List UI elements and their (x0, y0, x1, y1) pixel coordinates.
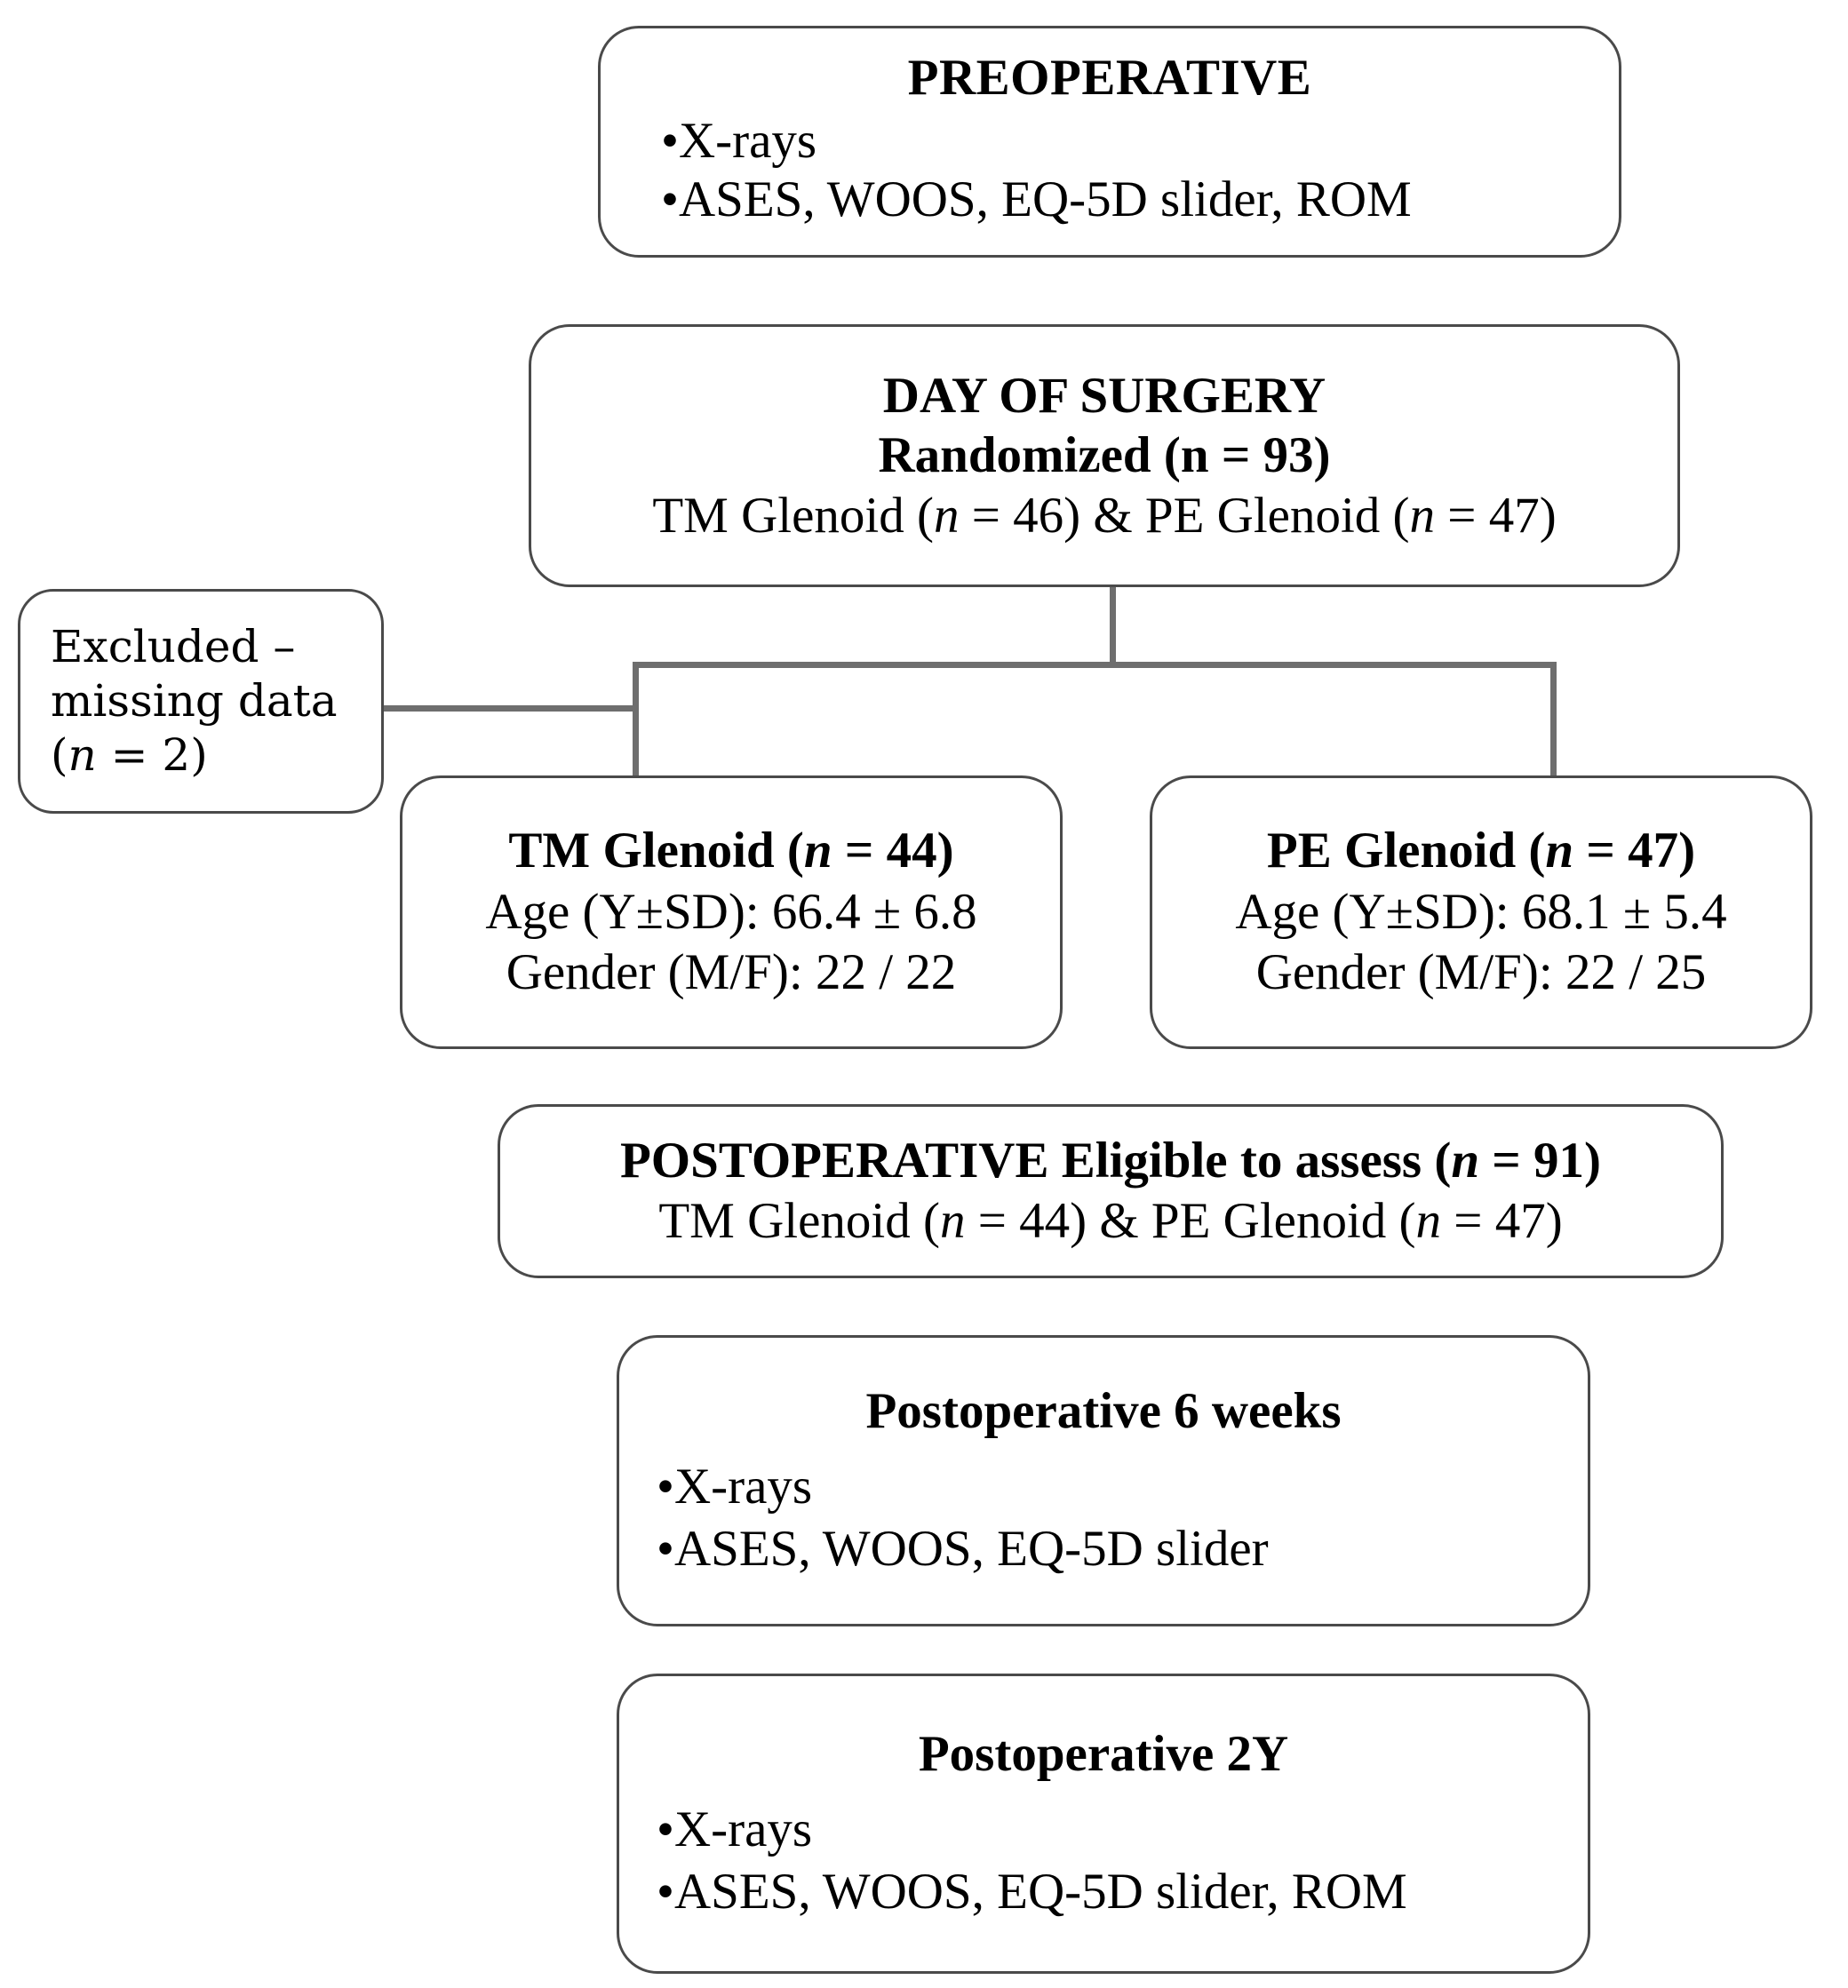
tm-glenoid-title: TM Glenoid (n = 44) (417, 821, 1046, 881)
allocation-prefix: TM Glenoid ( (652, 487, 934, 544)
postop-detail-prefix: TM Glenoid ( (658, 1193, 940, 1249)
connector-drop-to-pe-glenoid (1550, 662, 1557, 779)
postop-title-prefix: POSTOPERATIVE Eligible to assess ( (619, 1132, 1452, 1189)
tm-title-suffix: = 44) (832, 823, 954, 879)
day-of-surgery-title: DAY OF SURGERY (882, 368, 1326, 425)
tm-glenoid-age: Age (Y±SD): 66.4 ± 6.8 (417, 882, 1046, 942)
node-pe-glenoid: PE Glenoid (n = 47) Age (Y±SD): 68.1 ± 5… (1150, 775, 1812, 1049)
connector-excluded-link (382, 705, 636, 712)
postop-6weeks-bullet-xrays: •X-rays (657, 1458, 813, 1515)
node-postoperative-2y: Postoperative 2Y •X-rays •ASES, WOOS, EQ… (617, 1674, 1590, 1974)
postop-title-suffix: = 91) (1479, 1132, 1602, 1189)
postop-6weeks-title: Postoperative 6 weeks (865, 1382, 1342, 1439)
allocation-suffix: = 47) (1435, 487, 1557, 544)
node-excluded: Excluded – missing data (n = 2) (18, 589, 384, 814)
connector-drop-to-tm-glenoid (633, 662, 639, 779)
tm-title-prefix: TM Glenoid ( (508, 823, 804, 879)
postop-eligible-detail: TM Glenoid (n = 44) & PE Glenoid (n = 47… (518, 1191, 1703, 1252)
pe-gender-label: Gender (M/F): (1255, 944, 1565, 1001)
tm-gender-value: 22 / 22 (815, 944, 957, 1001)
preoperative-bullet-scores: •ASES, WOOS, EQ-5D slider, ROM (661, 171, 1412, 227)
postop-2y-bullet-scores: •ASES, WOOS, EQ-5D slider, ROM (657, 1863, 1407, 1920)
tm-gender-label: Gender (M/F): (506, 944, 816, 1001)
postop-title-n: n (1451, 1132, 1480, 1189)
postop-6weeks-bullet-scores: •ASES, WOOS, EQ-5D slider (657, 1520, 1269, 1577)
excluded-line-1: Excluded – (51, 621, 296, 672)
tm-age-value: 66.4 ± 6.8 (771, 883, 977, 940)
node-day-of-surgery: DAY OF SURGERY Randomized (n = 93) TM Gl… (529, 324, 1680, 587)
tm-title-n: n (803, 823, 832, 879)
pe-gender-value: 22 / 25 (1565, 944, 1707, 1001)
preoperative-bullet-xrays: •X-rays (661, 112, 817, 169)
excluded-line-3: (n = 2) (51, 728, 362, 783)
node-tm-glenoid: TM Glenoid (n = 44) Age (Y±SD): 66.4 ± 6… (400, 775, 1063, 1049)
tm-age-label: Age (Y±SD): (485, 883, 772, 940)
postop-2y-bullet-xrays: •X-rays (657, 1801, 813, 1857)
node-preoperative: PREOPERATIVE •X-rays •ASES, WOOS, EQ-5D … (598, 26, 1621, 258)
day-of-surgery-allocation: TM Glenoid (n = 46) & PE Glenoid (n = 47… (554, 486, 1654, 545)
excluded-n-suffix: = 2) (96, 729, 208, 781)
pe-title-n: n (1545, 823, 1574, 879)
tm-glenoid-gender: Gender (M/F): 22 / 22 (417, 942, 1046, 1003)
postop-2y-title: Postoperative 2Y (918, 1725, 1289, 1782)
postop-detail-suffix: = 47) (1441, 1193, 1563, 1249)
connector-horizontal-split-bar (633, 662, 1557, 668)
postop-detail-mid: = 44) & PE Glenoid ( (965, 1193, 1416, 1249)
connector-surgery-to-split (1110, 584, 1116, 668)
pe-age-value: 68.1 ± 5.4 (1521, 883, 1727, 940)
postop-detail-n1: n (939, 1193, 966, 1249)
preoperative-title: PREOPERATIVE (907, 49, 1312, 106)
pe-age-label: Age (Y±SD): (1235, 883, 1522, 940)
excluded-line-2: missing data (51, 675, 338, 727)
pe-glenoid-gender: Gender (M/F): 22 / 25 (1167, 942, 1796, 1003)
pe-glenoid-age: Age (Y±SD): 68.1 ± 5.4 (1167, 882, 1796, 942)
excluded-n-italic: n (68, 729, 97, 781)
postop-detail-n2: n (1415, 1193, 1442, 1249)
node-postoperative-eligible: POSTOPERATIVE Eligible to assess (n = 91… (498, 1104, 1724, 1278)
excluded-n-prefix: ( (51, 729, 68, 781)
day-of-surgery-randomized: Randomized (n = 93) (878, 427, 1331, 484)
pe-title-prefix: PE Glenoid ( (1266, 823, 1546, 879)
allocation-n1: n (933, 487, 960, 544)
pe-title-suffix: = 47) (1573, 823, 1696, 879)
pe-glenoid-title: PE Glenoid (n = 47) (1167, 821, 1796, 881)
postop-eligible-title: POSTOPERATIVE Eligible to assess (n = 91… (518, 1131, 1703, 1191)
allocation-mid: = 46) & PE Glenoid ( (959, 487, 1410, 544)
node-postoperative-6-weeks: Postoperative 6 weeks •X-rays •ASES, WOO… (617, 1335, 1590, 1626)
allocation-n2: n (1409, 487, 1436, 544)
